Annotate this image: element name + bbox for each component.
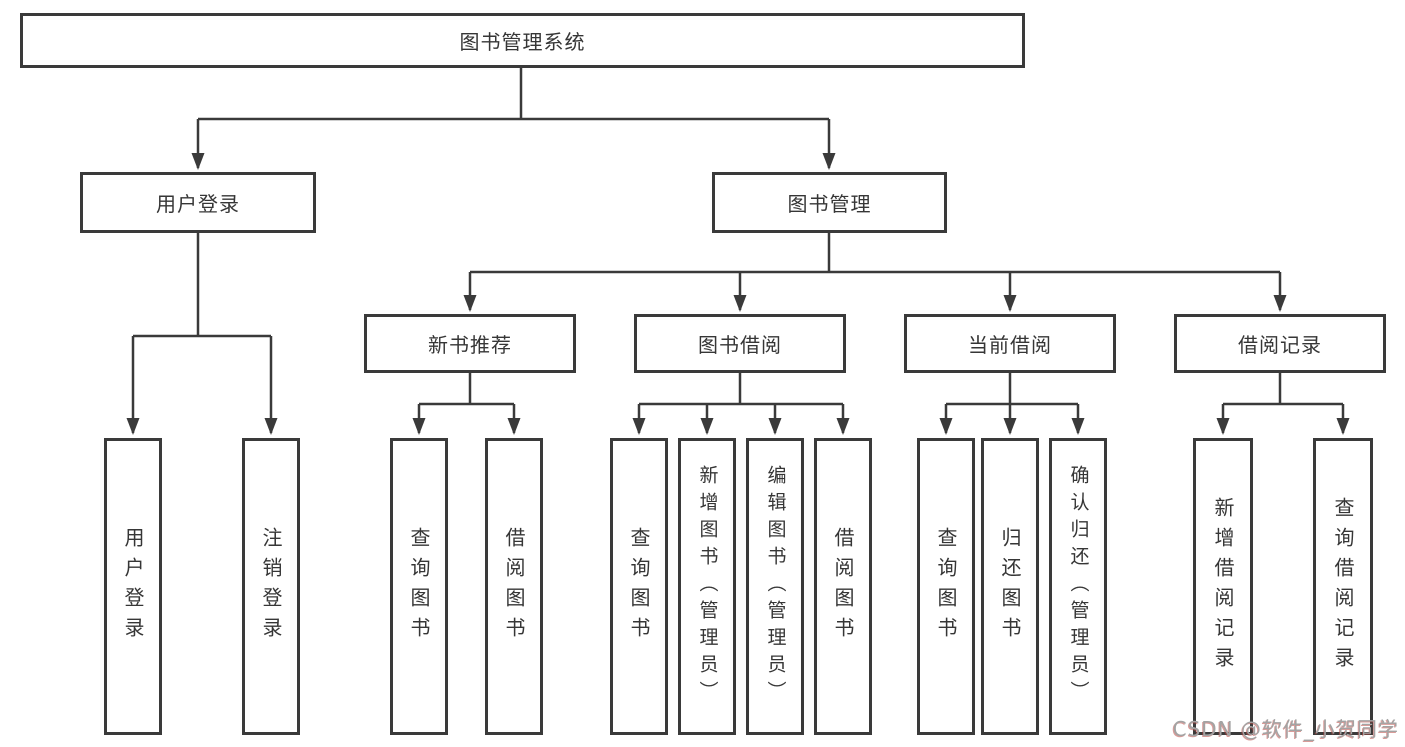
edge-borrowing-to-leaves xyxy=(632,373,850,435)
leaf-label: 查询图书 xyxy=(407,526,431,647)
leaf-confirm-return-admin: 确认归还（管理员） xyxy=(1049,438,1107,735)
leaf-user-login: 用户登录 xyxy=(104,438,162,735)
edge-login-to-leaves xyxy=(126,233,278,435)
leaf-label: 查询图书 xyxy=(627,526,651,647)
node-borrow-records: 借阅记录 xyxy=(1174,314,1386,373)
edge-newbooks-to-leaves xyxy=(412,373,521,435)
leaf-add-borrow-record: 新增借阅记录 xyxy=(1193,438,1253,735)
leaf-query-books-borrowing: 查询图书 xyxy=(610,438,668,735)
node-book-management: 图书管理 xyxy=(712,172,947,233)
node-root-system: 图书管理系统 xyxy=(20,13,1025,68)
edge-records-to-leaves xyxy=(1216,373,1350,435)
edge-current-to-leaves xyxy=(939,373,1085,435)
leaf-label: 新增借阅记录 xyxy=(1211,496,1235,677)
leaf-label: 查询借阅记录 xyxy=(1331,496,1355,677)
leaf-return-books: 归还图书 xyxy=(981,438,1039,735)
leaf-borrow-books-borrowing: 借阅图书 xyxy=(814,438,872,735)
edge-management-to-level3 xyxy=(463,233,1287,312)
leaf-edit-books-admin: 编辑图书（管理员） xyxy=(746,438,804,735)
leaf-label: 归还图书 xyxy=(998,526,1022,647)
leaf-label: 确认归还（管理员） xyxy=(1067,465,1090,708)
leaf-label: 查询图书 xyxy=(934,526,958,647)
leaf-label: 借阅图书 xyxy=(831,526,855,647)
node-book-borrowing: 图书借阅 xyxy=(634,314,846,373)
node-user-login: 用户登录 xyxy=(80,172,316,233)
node-new-book-recommend: 新书推荐 xyxy=(364,314,576,373)
csdn-watermark: CSDN @软件_小贺同学 xyxy=(1172,717,1399,741)
leaf-label: 借阅图书 xyxy=(502,526,526,647)
leaf-label: 新增图书（管理员） xyxy=(696,465,719,708)
leaf-label: 用户登录 xyxy=(121,526,145,647)
leaf-query-books-current: 查询图书 xyxy=(917,438,975,735)
node-current-borrowing: 当前借阅 xyxy=(904,314,1116,373)
leaf-query-books-newbooks: 查询图书 xyxy=(390,438,448,735)
leaf-borrow-books-newbooks: 借阅图书 xyxy=(485,438,543,735)
edge-root-to-level2 xyxy=(191,68,836,170)
leaf-logout: 注销登录 xyxy=(242,438,300,735)
leaf-query-borrow-record: 查询借阅记录 xyxy=(1313,438,1373,735)
leaf-add-books-admin: 新增图书（管理员） xyxy=(678,438,736,735)
leaf-label: 注销登录 xyxy=(259,526,283,647)
leaf-label: 编辑图书（管理员） xyxy=(764,465,787,708)
